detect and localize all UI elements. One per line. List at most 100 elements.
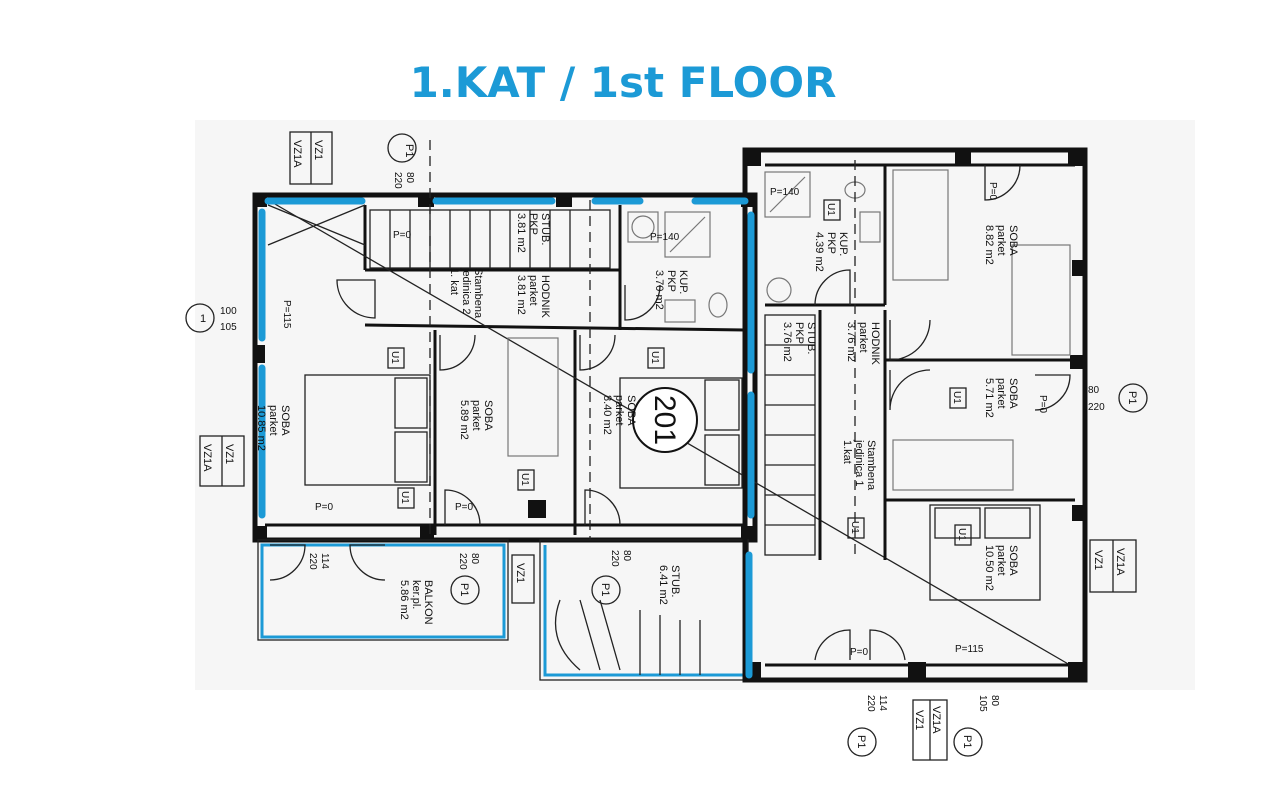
svg-text:100: 100: [220, 306, 237, 317]
vz-tag: VZ1 VZ1A: [289, 131, 333, 185]
svg-text:3.81 m2: 3.81 m2: [515, 213, 527, 253]
u1-tag: U1: [847, 517, 865, 539]
svg-text:KUP.: KUP.: [677, 270, 689, 294]
svg-text:P=0: P=0: [393, 230, 412, 241]
svg-text:220: 220: [392, 172, 403, 189]
svg-text:P=0: P=0: [1037, 395, 1048, 414]
dimension-labels: 80 220 100 105 P=115 P=0 P=140 P=140 P=0…: [220, 172, 1105, 712]
svg-text:10.50 m2: 10.50 m2: [983, 545, 995, 591]
svg-text:VZ1: VZ1: [312, 140, 324, 160]
svg-text:VZ1A: VZ1A: [291, 140, 303, 168]
svg-text:P1: P1: [855, 735, 867, 748]
p1-circle: P1: [953, 727, 983, 757]
svg-text:P=115: P=115: [281, 300, 292, 329]
svg-text:3.81 m2: 3.81 m2: [515, 275, 527, 315]
p1-circle: P1: [387, 133, 417, 163]
svg-text:1: 1: [200, 313, 206, 325]
svg-text:P1: P1: [1126, 391, 1138, 404]
unit-number-marker: 201: [632, 387, 698, 453]
svg-text:U1: U1: [519, 473, 530, 486]
svg-text:U1: U1: [849, 521, 860, 534]
svg-text:3.76 m2: 3.76 m2: [845, 322, 857, 362]
svg-text:parket: parket: [613, 395, 625, 426]
svg-text:220: 220: [457, 553, 468, 570]
svg-text:parket: parket: [995, 378, 1007, 409]
svg-text:3.70 m2: 3.70 m2: [653, 270, 665, 310]
svg-text:BALKON: BALKON: [422, 580, 434, 625]
svg-text:VZ1: VZ1: [913, 710, 925, 730]
svg-text:80: 80: [989, 695, 1000, 707]
svg-text:Stambena: Stambena: [865, 440, 877, 491]
svg-text:KUP.: KUP.: [837, 232, 849, 256]
svg-text:jedinica 2: jedinica 2: [460, 267, 472, 314]
svg-text:P=115: P=115: [955, 644, 984, 655]
u1-tag: U1: [647, 347, 665, 369]
svg-text:SOBA: SOBA: [279, 405, 291, 436]
svg-text:ker.pl.: ker.pl.: [410, 580, 422, 609]
svg-text:4.39 m2: 4.39 m2: [813, 232, 825, 272]
svg-text:U1: U1: [649, 351, 660, 364]
svg-text:PKP: PKP: [527, 213, 539, 235]
svg-text:P=0: P=0: [455, 502, 474, 513]
svg-text:STUB.: STUB.: [539, 213, 551, 245]
svg-text:HODNIK: HODNIK: [869, 322, 881, 365]
room-label: STUB.6.41 m2: [657, 565, 681, 605]
furniture-right: [764, 160, 1071, 601]
svg-text:5.89 m2: 5.89 m2: [458, 400, 470, 440]
svg-text:6.41 m2: 6.41 m2: [657, 565, 669, 605]
svg-text:220: 220: [865, 695, 876, 712]
svg-text:SOBA: SOBA: [1007, 225, 1019, 256]
svg-text:jedinica 1: jedinica 1: [853, 439, 865, 486]
svg-text:P1: P1: [403, 144, 415, 157]
svg-text:PKP: PKP: [793, 322, 805, 344]
svg-text:parket: parket: [267, 405, 279, 436]
svg-text:P=0: P=0: [315, 502, 334, 513]
svg-text:P1: P1: [961, 735, 973, 748]
floor-title: 1.KAT / 1st FLOOR: [409, 58, 837, 107]
right-unit-walls: [742, 147, 1088, 683]
svg-text:SOBA: SOBA: [482, 400, 494, 431]
unit-number: 201: [648, 395, 681, 445]
svg-text:1.kat: 1.kat: [841, 440, 853, 464]
svg-text:80: 80: [1088, 385, 1100, 396]
svg-text:10.85 m2: 10.85 m2: [255, 405, 267, 451]
svg-text:P=0: P=0: [987, 182, 998, 201]
svg-text:parket: parket: [995, 545, 1007, 576]
p1-circle: P1: [591, 575, 621, 605]
p1-circle: P1: [450, 575, 480, 605]
p1-markers: P1 1 P1 P1 P1 P1 P1: [185, 133, 1148, 757]
svg-text:220: 220: [609, 550, 620, 567]
svg-text:VZ1A: VZ1A: [201, 444, 213, 472]
svg-text:P1: P1: [458, 583, 470, 596]
svg-text:8.40 m2: 8.40 m2: [601, 395, 613, 435]
svg-text:U1: U1: [389, 351, 400, 364]
svg-text:Stambena: Stambena: [472, 268, 484, 319]
svg-text:8.82 m2: 8.82 m2: [983, 225, 995, 265]
svg-text:5.71 m2: 5.71 m2: [983, 378, 995, 418]
p1-circle: P1: [847, 727, 877, 757]
svg-text:P=0: P=0: [850, 647, 869, 658]
left-unit-walls: [252, 192, 758, 543]
svg-text:105: 105: [220, 322, 237, 333]
svg-text:U1: U1: [951, 391, 962, 404]
svg-text:80: 80: [469, 553, 480, 565]
svg-text:VZ1A: VZ1A: [930, 706, 942, 734]
p1-circle: 1: [185, 303, 215, 333]
u1-tag: U1: [517, 469, 535, 491]
svg-text:VZ1: VZ1: [1092, 550, 1104, 570]
svg-text:parket: parket: [527, 275, 539, 306]
paper: [195, 120, 1195, 690]
